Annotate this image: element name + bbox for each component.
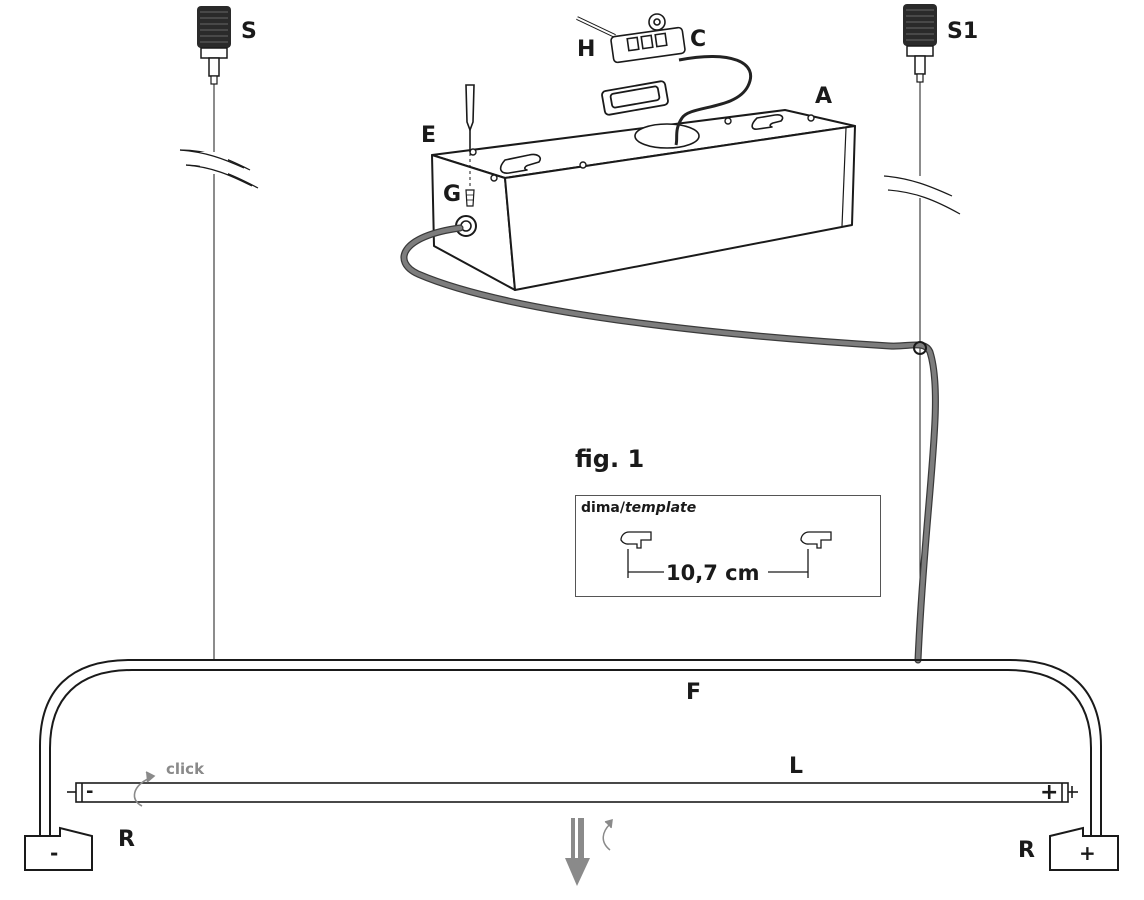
end-cap-minus: -: [50, 841, 59, 865]
driver-box: [431, 109, 856, 291]
suspension-s: [179, 6, 259, 660]
label-r-right: R: [1018, 838, 1035, 863]
template-title-italic: template: [624, 500, 697, 516]
tube-minus-sign: -: [86, 781, 94, 802]
end-cap-left: [24, 826, 93, 871]
label-g: G: [443, 182, 462, 207]
down-arrow: [565, 818, 590, 886]
click-annotation: click: [166, 760, 205, 778]
template-title-plain: dima/: [581, 500, 625, 516]
template-dimension: 10,7 cm: [666, 561, 760, 585]
label-f: F: [686, 680, 702, 705]
cable-clamp: [913, 341, 927, 355]
label-a: A: [815, 84, 833, 109]
rotate-arrow-left: [133, 771, 156, 807]
tube-plus-sign: +: [1040, 780, 1059, 805]
profile-f: [39, 659, 1102, 836]
connector-cover: [601, 80, 669, 116]
led-tube-l: [67, 782, 1078, 803]
template-title: dima/template: [581, 500, 696, 516]
screwdriver-e: [465, 84, 475, 207]
label-r-left: R: [118, 827, 135, 852]
end-cap-right: [1049, 826, 1119, 871]
label-c: C: [690, 27, 707, 52]
label-s1: S1: [947, 19, 979, 44]
label-l: L: [789, 754, 804, 779]
template-box: dima/template 10,7 cm: [575, 495, 881, 597]
label-e: E: [421, 123, 437, 148]
rotate-arrow-bottom: [602, 818, 613, 851]
figure-caption: fig. 1: [575, 445, 645, 473]
label-h: H: [577, 37, 596, 62]
label-s: S: [241, 19, 257, 44]
connector-block-c: [576, 13, 753, 146]
end-cap-plus: +: [1079, 841, 1096, 865]
suspension-s1: [883, 4, 961, 660]
template-drawing: [620, 531, 832, 578]
